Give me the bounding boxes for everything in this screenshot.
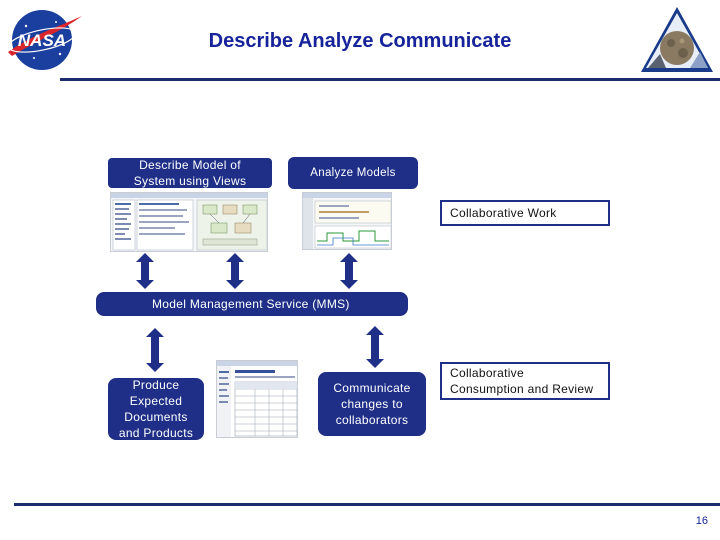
mission-triangle-logo-icon <box>638 4 716 74</box>
communicate-changes-box: Communicate changes to collaborators <box>318 372 426 436</box>
collaborative-work-box: Collaborative Work <box>440 200 610 226</box>
arrow-model-views-mms-icon <box>226 253 244 289</box>
arrow-analyze-mms-icon <box>340 253 358 289</box>
analysis-screenshot <box>302 192 392 250</box>
nasa-logo-text: NASA <box>18 31 66 50</box>
model-management-service-bar: Model Management Service (MMS) <box>96 292 408 316</box>
document-screenshot <box>216 360 298 438</box>
page-title: Describe Analyze Communicate <box>208 30 512 52</box>
modeling-tool-screenshot <box>110 192 268 252</box>
header-divider <box>60 78 720 81</box>
analyze-models-box: Analyze Models <box>288 157 418 189</box>
nasa-logo: NASA <box>4 6 84 72</box>
arrow-mms-communicate-icon <box>366 326 384 368</box>
page-number: 16 <box>695 515 708 527</box>
collaborative-consumption-box: Collaborative Consumption and Review <box>440 362 610 400</box>
produce-documents-box: Produce Expected Documents and Products <box>108 378 204 440</box>
arrow-describe-mms-icon <box>136 253 154 289</box>
arrow-mms-produce-icon <box>146 328 164 372</box>
describe-model-box: Describe Model of System using Views <box>108 158 272 188</box>
footer-divider <box>14 503 720 506</box>
